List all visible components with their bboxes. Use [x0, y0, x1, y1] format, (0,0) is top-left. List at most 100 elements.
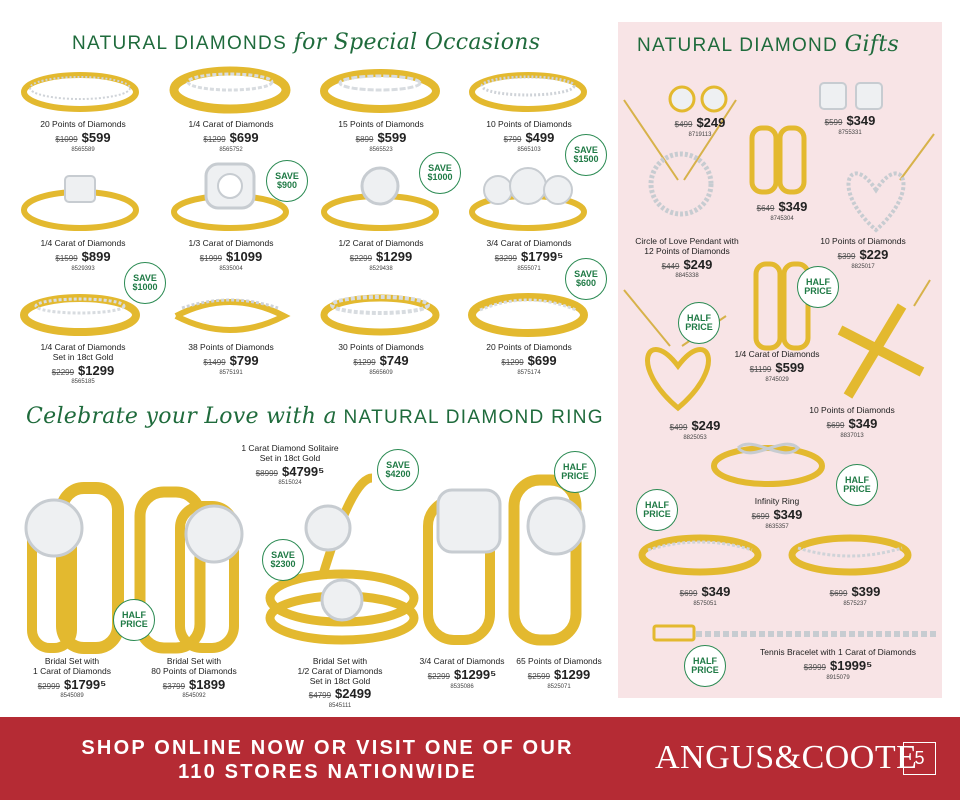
product-code: 8565589 [71, 146, 95, 153]
ring-image [24, 482, 124, 654]
product-description: Bridal Set with [312, 656, 368, 666]
badge-line: PRICE [804, 286, 832, 296]
save-badge: SAVE$1000 [419, 152, 461, 194]
product-description: 15 Points of Diamonds [338, 119, 424, 129]
product-caption: 1/4 Carat of Diamonds $1199$599 8745029 [722, 349, 832, 384]
heading-script: Gifts [844, 32, 900, 57]
badge-line: SAVE [574, 268, 598, 279]
product-description: 20 Points of Diamonds [486, 342, 572, 352]
product-caption: Infinity Ring $699$349 8635357 [722, 496, 832, 531]
was-price: $1999 [199, 253, 223, 263]
now-price: $2499 [335, 686, 372, 702]
earrings-image [668, 85, 728, 113]
product-code: 8515024 [278, 480, 302, 487]
ring-image [638, 534, 762, 576]
badge-line: PRICE [561, 471, 589, 481]
badge-line: $900 [276, 180, 298, 190]
product-caption: Bridal Set with 80 Points of Diamonds $3… [124, 656, 264, 700]
badge-line: HALF [806, 276, 830, 287]
ring-image [320, 294, 440, 336]
product-caption: 1/2 Carat of Diamonds $2299$1299 8529438 [306, 238, 456, 273]
product-caption: $699$349 8575051 [650, 584, 760, 608]
product-description: Bridal Set with [44, 656, 100, 666]
product-code: 8825017 [851, 263, 875, 270]
was-price: $2299 [427, 671, 450, 681]
badge-line: PRICE [843, 484, 871, 494]
product-code: 8555071 [517, 265, 541, 272]
product-caption: 3/4 Carat of Diamonds $2299$1299⁵ 853508… [392, 656, 532, 691]
product-caption: 10 Points of Diamonds $699$349 8837013 [797, 405, 907, 440]
product-caption: 30 Points of Diamonds $1299$749 8565609 [306, 342, 456, 377]
badge-line: PRICE [685, 322, 713, 332]
product-code: 8529393 [71, 265, 95, 272]
ring-image [321, 166, 439, 231]
product-code: 8565609 [369, 369, 393, 376]
now-price: $599 [81, 129, 111, 145]
now-price: $699 [527, 352, 557, 368]
now-price: $599 [775, 359, 805, 375]
was-price: $1499 [203, 357, 226, 367]
now-price: $249 [683, 256, 713, 272]
product-caption: Tennis Bracelet with 1 Carat of Diamonds… [738, 647, 938, 682]
product-description: 65 Points of Diamonds [516, 656, 602, 666]
product-caption: 38 Points of Diamonds $1499$799 8575191 [156, 342, 306, 377]
product-description: Bridal Set with [166, 656, 222, 666]
ring-image [711, 442, 825, 487]
product-description: 38 Points of Diamonds [188, 342, 274, 352]
now-price: $1299 [376, 248, 413, 264]
was-price: $2599 [527, 671, 551, 681]
badge-line: SAVE [275, 170, 299, 181]
product-description: Set in 18ct Gold [52, 351, 114, 362]
product-code: 8845338 [675, 273, 699, 280]
badge-line: SAVE [428, 162, 452, 173]
now-price: $599 [377, 129, 407, 145]
product-caption: 15 Points of Diamonds $899$599 8565523 [306, 119, 456, 154]
product-code: 8535086 [450, 683, 474, 690]
was-price: $599 [824, 118, 843, 127]
was-price: $699 [826, 420, 845, 430]
product-caption: 1 Carat Diamond Solitaire Set in 18ct Go… [220, 443, 360, 487]
heading-caps: NATURAL DIAMOND [637, 35, 839, 56]
product-description: 1 Carat of Diamonds [33, 665, 111, 676]
now-price: $1299 [554, 666, 591, 682]
now-price: $899 [81, 248, 111, 264]
product-description: 1/4 Carat of Diamonds [40, 342, 126, 352]
product-code: 8915079 [826, 674, 850, 681]
product-code: 8565752 [219, 146, 243, 153]
badge-line: SAVE [386, 459, 410, 470]
now-price: $799 [229, 352, 259, 368]
ring-image [21, 72, 139, 112]
product-description: Set in 18ct Gold [309, 675, 371, 686]
was-price: $1299 [353, 357, 376, 367]
product-code: 8575237 [843, 600, 867, 607]
product-description: 1/4 Carat of Diamonds [188, 119, 274, 129]
was-price: $3799 [162, 681, 186, 691]
badge-line: SAVE [133, 272, 157, 283]
product-code: 8545089 [60, 693, 84, 700]
product-description: 30 Points of Diamonds [338, 342, 424, 352]
was-price: $699 [829, 589, 848, 598]
badge-line: $600 [575, 278, 597, 288]
product-description: 1 Carat Diamond Solitaire [241, 443, 339, 453]
pendant-image [846, 133, 935, 233]
product-code: 8525071 [547, 683, 571, 690]
badge-line: $1000 [132, 282, 158, 292]
now-price: $399 [851, 584, 881, 599]
ring-image [134, 486, 244, 654]
product-caption: $499$249 8719113 [650, 115, 750, 139]
product-caption: $499$249 8825053 [640, 418, 750, 442]
ring-image [320, 69, 440, 113]
product-code: 8565185 [71, 379, 95, 386]
badge-line: $1000 [427, 172, 453, 182]
product-description: 20 Points of Diamonds [40, 119, 126, 129]
was-price: $2299 [51, 367, 75, 377]
pendant-image [837, 279, 931, 399]
badge-line: PRICE [691, 665, 719, 675]
badge-line: $1500 [573, 154, 599, 164]
product-caption: 3/4 Carat of Diamonds $3299$1799⁵ 855507… [454, 238, 604, 273]
